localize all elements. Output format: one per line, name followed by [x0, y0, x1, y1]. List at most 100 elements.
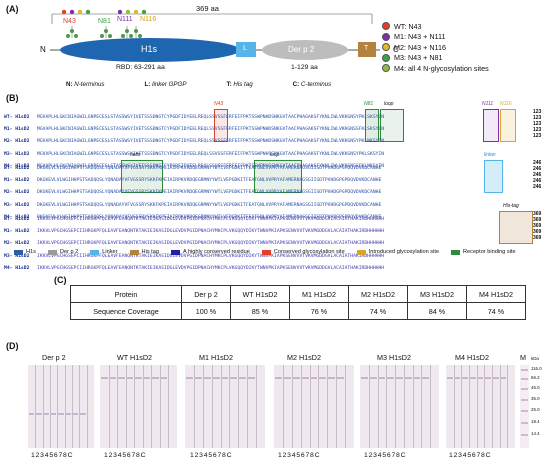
lane-divider [229, 365, 231, 448]
n-terminus-label: N [40, 45, 46, 54]
lane-divider [168, 365, 170, 448]
blot-derp2 [28, 365, 94, 448]
linker-highlight [484, 160, 503, 193]
protein-band [143, 377, 151, 379]
helix-highlight [121, 160, 163, 193]
legend-item: M4: all 4 N-glycosylation sites [382, 63, 547, 74]
marker-label: 35.0 [531, 396, 540, 401]
lane-divider [117, 365, 118, 448]
protein-band [283, 377, 291, 379]
feature-histag: His-tag [503, 203, 519, 209]
blot-title: M3 H1sD2 [377, 353, 411, 362]
lane-divider [193, 365, 195, 448]
lane-divider [220, 365, 222, 448]
table-row: Sequence Coverage 100 % 85 % 76 % 74 % 8… [70, 302, 526, 320]
blot-title: M2 H1sD2 [287, 353, 321, 362]
lane-divider [202, 365, 204, 448]
blot-title: M4 H1sD2 [455, 353, 489, 362]
marker-label: 66.2 [531, 375, 540, 380]
lane-divider [142, 365, 144, 448]
blot-m4 [446, 365, 515, 448]
protein-band [447, 377, 453, 379]
marker-label: 116.0 [531, 366, 542, 371]
swatch-icon [90, 249, 100, 255]
alignment-legend: H1s Der p 2 Linker His tag A highly cons… [14, 249, 528, 255]
legend-item: H1s [14, 249, 36, 255]
site-n116: N116 [140, 16, 157, 23]
lane-divider [42, 365, 44, 448]
swatch-icon [170, 249, 180, 255]
lane-divider [300, 365, 302, 448]
marker-label: 18.4 [531, 419, 540, 424]
protein-band [319, 377, 327, 379]
feature-helix: helix [130, 152, 141, 158]
panel-b-label: (B) [6, 93, 19, 103]
key-item: L: linker GPGP [144, 81, 187, 88]
marker-label: 14.4 [531, 431, 540, 436]
lane-divider [247, 365, 249, 448]
protein-band [43, 413, 49, 415]
blot-title: M1 H1sD2 [199, 353, 233, 362]
legend-dot-icon [382, 64, 390, 73]
lane-labels: 12345678C [31, 452, 74, 459]
legend-item: M1: N43 + N111 [382, 32, 547, 43]
n81-highlight [365, 109, 379, 142]
key-item: N: N-terminus [66, 81, 105, 88]
protein-band [58, 413, 64, 415]
lane-divider [492, 365, 493, 448]
lane-divider [507, 365, 509, 448]
length-label: 369 aa [196, 4, 219, 13]
lane-divider [395, 365, 396, 448]
legend-item: M3: N43 + N81 [382, 53, 547, 64]
lane-divider [108, 365, 110, 448]
swatch-icon [356, 249, 366, 255]
feature-n43: N43 [214, 101, 224, 107]
lane-divider [291, 365, 293, 448]
lane-divider [377, 365, 379, 448]
blot-m2 [274, 365, 354, 448]
lane-divider [86, 365, 88, 448]
legend-item: Linker [90, 249, 118, 255]
lane-labels: 12345678C [364, 452, 407, 459]
h1s-label: H1s [141, 44, 158, 54]
protein-band [493, 377, 499, 379]
site-n111: N111 [117, 16, 133, 23]
kda-label: kDa [531, 356, 539, 361]
protein-band [396, 377, 403, 379]
domain-key: N: N-terminus L: linker GPGP T: His tag … [66, 81, 331, 88]
site-n43: N43 [63, 18, 76, 25]
lane-divider [238, 365, 240, 448]
protein-band [470, 377, 476, 379]
lane-labels: 12345678C [449, 452, 492, 459]
feature-linker: linker [484, 152, 496, 158]
protein-band [203, 377, 211, 379]
swatch-icon [47, 249, 57, 255]
protein-band [135, 377, 142, 379]
blot-m1 [185, 365, 265, 448]
protein-band [221, 377, 229, 379]
legend-item: Receptor binding site [451, 249, 516, 255]
panel-d-label: (D) [6, 341, 19, 351]
lane-divider [345, 365, 346, 448]
lane-divider [368, 365, 370, 448]
lane-divider [134, 365, 136, 448]
key-item: C: C-terminus [292, 81, 332, 88]
lane-divider [64, 365, 66, 448]
lane-divider [469, 365, 470, 448]
lane-divider [125, 365, 127, 448]
lane-divider [336, 365, 338, 448]
rbd-label: RBD: 63-291 aa [116, 64, 165, 71]
protein-schematic [50, 9, 380, 62]
protein-band [369, 377, 377, 379]
feature-n116: N116 [500, 101, 512, 107]
protein-band [292, 377, 300, 379]
protein-band [310, 377, 318, 379]
legend-item: Introduced glycosylation site [356, 249, 439, 255]
